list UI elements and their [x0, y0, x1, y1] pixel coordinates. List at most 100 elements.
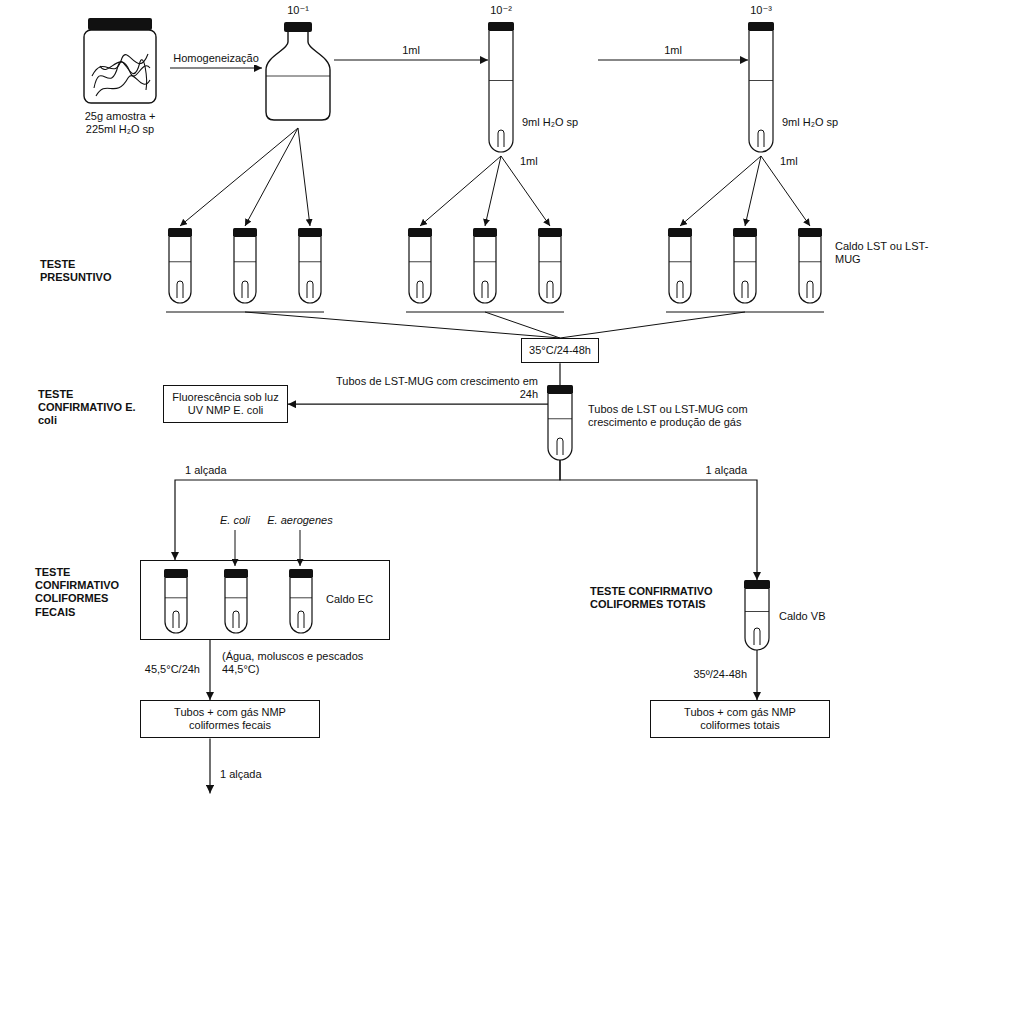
- durham-tube: [742, 281, 748, 298]
- flow-arrow: [288, 404, 548, 405]
- tube-body: [749, 31, 773, 152]
- tube-body: [489, 31, 513, 152]
- flow-arrow: [756, 650, 757, 700]
- dilution-tube: 10⁻³9ml H₂O sp: [748, 4, 858, 154]
- test-tube: [547, 385, 573, 460]
- tube-cap: [668, 228, 692, 237]
- broth-level: [489, 80, 513, 81]
- test-tube: [473, 228, 497, 303]
- tube-cap: [298, 228, 322, 237]
- broth-level: [745, 611, 769, 612]
- sample-jar: [84, 18, 156, 103]
- flow-arrow: [170, 67, 262, 68]
- ec-broth-box: Caldo EC: [140, 560, 390, 640]
- tube-cap: [289, 569, 313, 578]
- tube-cap: [748, 22, 774, 31]
- test-tube: [408, 228, 432, 303]
- tube-body: [734, 237, 756, 303]
- transfer-label: 1 alçada: [220, 768, 262, 781]
- flow-arrow: [559, 363, 560, 385]
- tube-cap: [488, 22, 514, 31]
- edge-label: 45,5°C/24h: [143, 663, 202, 676]
- broth-level: [165, 597, 187, 598]
- transfer-lines: [166, 128, 824, 793]
- node-text: 9ml H₂O sp: [522, 116, 598, 129]
- result-box: Fluorescência sob luz UV NMP E. coli: [163, 385, 288, 423]
- broth-level: [548, 418, 572, 419]
- node-text: 10⁻³: [738, 4, 784, 17]
- volume-label: 1ml: [520, 155, 538, 168]
- edge-label: 1 alçada: [183, 464, 229, 477]
- test-tube: [168, 228, 192, 303]
- broth-level: [539, 261, 561, 262]
- tube-body: [165, 578, 187, 633]
- test-tube: [798, 228, 822, 303]
- edge-label: 1ml: [662, 44, 684, 57]
- durham-tube: [233, 611, 239, 628]
- node-text: 9ml H₂O sp: [782, 116, 858, 129]
- tube-body: [539, 237, 561, 303]
- test-tube: [298, 228, 322, 303]
- control-strain: E. aerogenes: [260, 514, 340, 527]
- node-text: Fluorescência sob luz UV NMP E. coli: [171, 391, 280, 417]
- vessel-drawing: [262, 4, 334, 124]
- flow-arrow: [175, 460, 560, 560]
- durham-tube: [417, 281, 423, 298]
- node-text: Tubos + com gás NMP coliformes totais: [658, 706, 822, 732]
- edge-label: Tubos de LST-MUG com crescimento em 24h: [321, 375, 540, 401]
- flow-arrow: [334, 59, 488, 60]
- note: (Água, moluscos e pescados 44,5°C): [222, 650, 372, 676]
- dilution-flask: 10⁻¹: [262, 4, 334, 124]
- durham-tube: [173, 611, 179, 628]
- durham-tube: [557, 438, 563, 455]
- durham-tube: [758, 130, 764, 147]
- test-tube: [668, 228, 692, 303]
- volume-label: 1ml: [780, 155, 798, 168]
- tube-cap: [798, 228, 822, 237]
- durham-tube: [547, 281, 553, 298]
- node-text: Tubos + com gás NMP coliformes fecais: [148, 706, 312, 732]
- broth-level: [799, 261, 821, 262]
- edge-label: 35º/24-48h: [691, 668, 749, 681]
- positive-tube: Tubos de LST ou LST-MUG com crescimento …: [548, 385, 808, 460]
- tube-cap: [233, 228, 257, 237]
- durham-tube: [754, 628, 760, 645]
- node-text: 10⁻²: [478, 4, 524, 17]
- test-tube: [744, 580, 770, 650]
- broth-level: [409, 261, 431, 262]
- broth-level: [749, 80, 773, 81]
- broth-level: [234, 261, 256, 262]
- tube-cap: [224, 569, 248, 578]
- tube-body: [548, 394, 572, 460]
- tube-cap: [538, 228, 562, 237]
- tube-body: [225, 578, 247, 633]
- control-strain: E. coli: [205, 514, 265, 527]
- tube-body: [409, 237, 431, 303]
- node-text: Tubos de LST ou LST-MUG com crescimento …: [588, 403, 798, 429]
- tube-body: [234, 237, 256, 303]
- test-tube: [733, 228, 757, 303]
- tube-body: [799, 237, 821, 303]
- vessel-drawing: [488, 4, 598, 154]
- flow-arrow: [598, 59, 748, 60]
- edge-label: 1ml: [400, 44, 422, 57]
- tube-body: [745, 589, 769, 650]
- durham-tube: [177, 281, 183, 298]
- durham-tube: [498, 130, 504, 147]
- broth-level: [669, 261, 691, 262]
- node-text: Caldo EC: [326, 593, 386, 606]
- incubation-box: 35°C/24-48h: [521, 338, 599, 363]
- tube-body: [669, 237, 691, 303]
- durham-tube: [242, 281, 248, 298]
- section-title: TESTE CONFIRMATIVO E. coli: [38, 388, 156, 428]
- medium-label: Caldo LST ou LST-MUG: [835, 240, 930, 266]
- section-title: TESTE PRESUNTIVO: [40, 258, 150, 284]
- broth-level: [474, 261, 496, 262]
- tube-cap: [547, 385, 573, 394]
- tube-cap: [164, 569, 188, 578]
- durham-tube: [677, 281, 683, 298]
- edge-label: 1 alçada: [703, 464, 749, 477]
- section-title: TESTE CONFIRMATIVO COLIFORMES TOTAIS: [590, 585, 730, 611]
- edge-label: Homogeneização: [171, 52, 261, 65]
